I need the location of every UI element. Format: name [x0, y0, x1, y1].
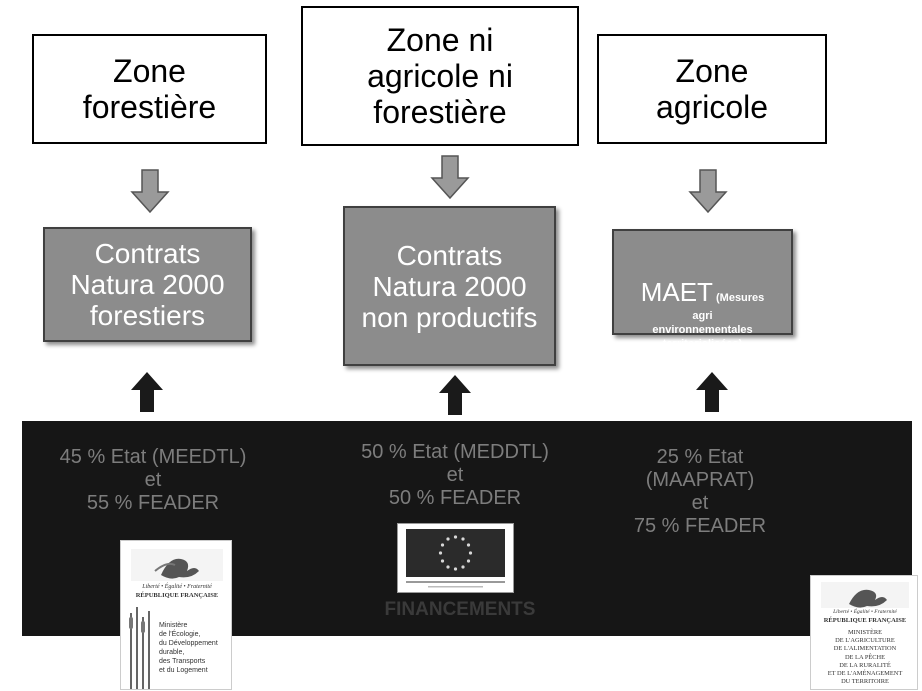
down-arrow-icon [130, 169, 170, 214]
maet-title-suffix: (Mesures [712, 292, 765, 304]
marianne-icon [821, 582, 909, 608]
up-arrow-icon [131, 372, 163, 412]
contrats-natura-forestiers: Contrats Natura 2000 forestiers [43, 227, 252, 342]
republique-name: RÉPUBLIQUE FRANÇAISE [823, 617, 907, 624]
maet-title: MAET [640, 277, 713, 307]
maet-box: MAET (Mesures agri environnementales ter… [612, 229, 793, 350]
funding-non-productifs: 50 % Etat (MEDDTL) et 50 % FEADER [361, 441, 549, 509]
up-arrow-icon [696, 372, 728, 412]
republique-motto: Liberté • Égalité • Fraternité [833, 609, 897, 615]
eu-flag-icon [406, 529, 505, 588]
maaprat-logo: Liberté • Égalité • Fraternité RÉPUBLIQU… [810, 575, 918, 690]
republique-name: RÉPUBLIQUE FRANÇAISE [135, 592, 219, 599]
down-arrow-icon [430, 155, 470, 200]
down-arrow-icon [688, 169, 728, 214]
financements-label: FINANCEMENTS [384, 599, 536, 620]
funding-maet: 25 % Etat (MAAPRAT) et 75 % FEADER [633, 446, 767, 537]
zone-agricole: Zone agricole [597, 34, 827, 144]
contrats-natura-non-productifs: Contrats Natura 2000 non productifs [343, 206, 556, 366]
zone-forestiere: Zone forestière [32, 34, 267, 144]
funding-forestiers: 45 % Etat (MEEDTL) et 55 % FEADER [59, 446, 247, 514]
agri-ministry-name: MINISTÈRE DE L'AGRICULTURE DE L'ALIMENTA… [827, 629, 903, 686]
reeds-icon [129, 607, 150, 689]
zone-ni-agricole-ni-forestiere: Zone ni agricole ni forestière [301, 6, 579, 146]
marianne-icon [131, 549, 223, 581]
meddtl-ministry-name: Ministère de l'Écologie, du Développemen… [159, 622, 218, 674]
maet-detail: agri environnementales territorialisées) [652, 310, 753, 350]
meddtl-logo: Liberté • Égalité • Fraternité RÉPUBLIQU… [120, 540, 232, 690]
eu-flag-logo [397, 523, 514, 593]
republique-motto: Liberté • Égalité • Fraternité [142, 584, 212, 590]
up-arrow-icon [439, 375, 471, 415]
